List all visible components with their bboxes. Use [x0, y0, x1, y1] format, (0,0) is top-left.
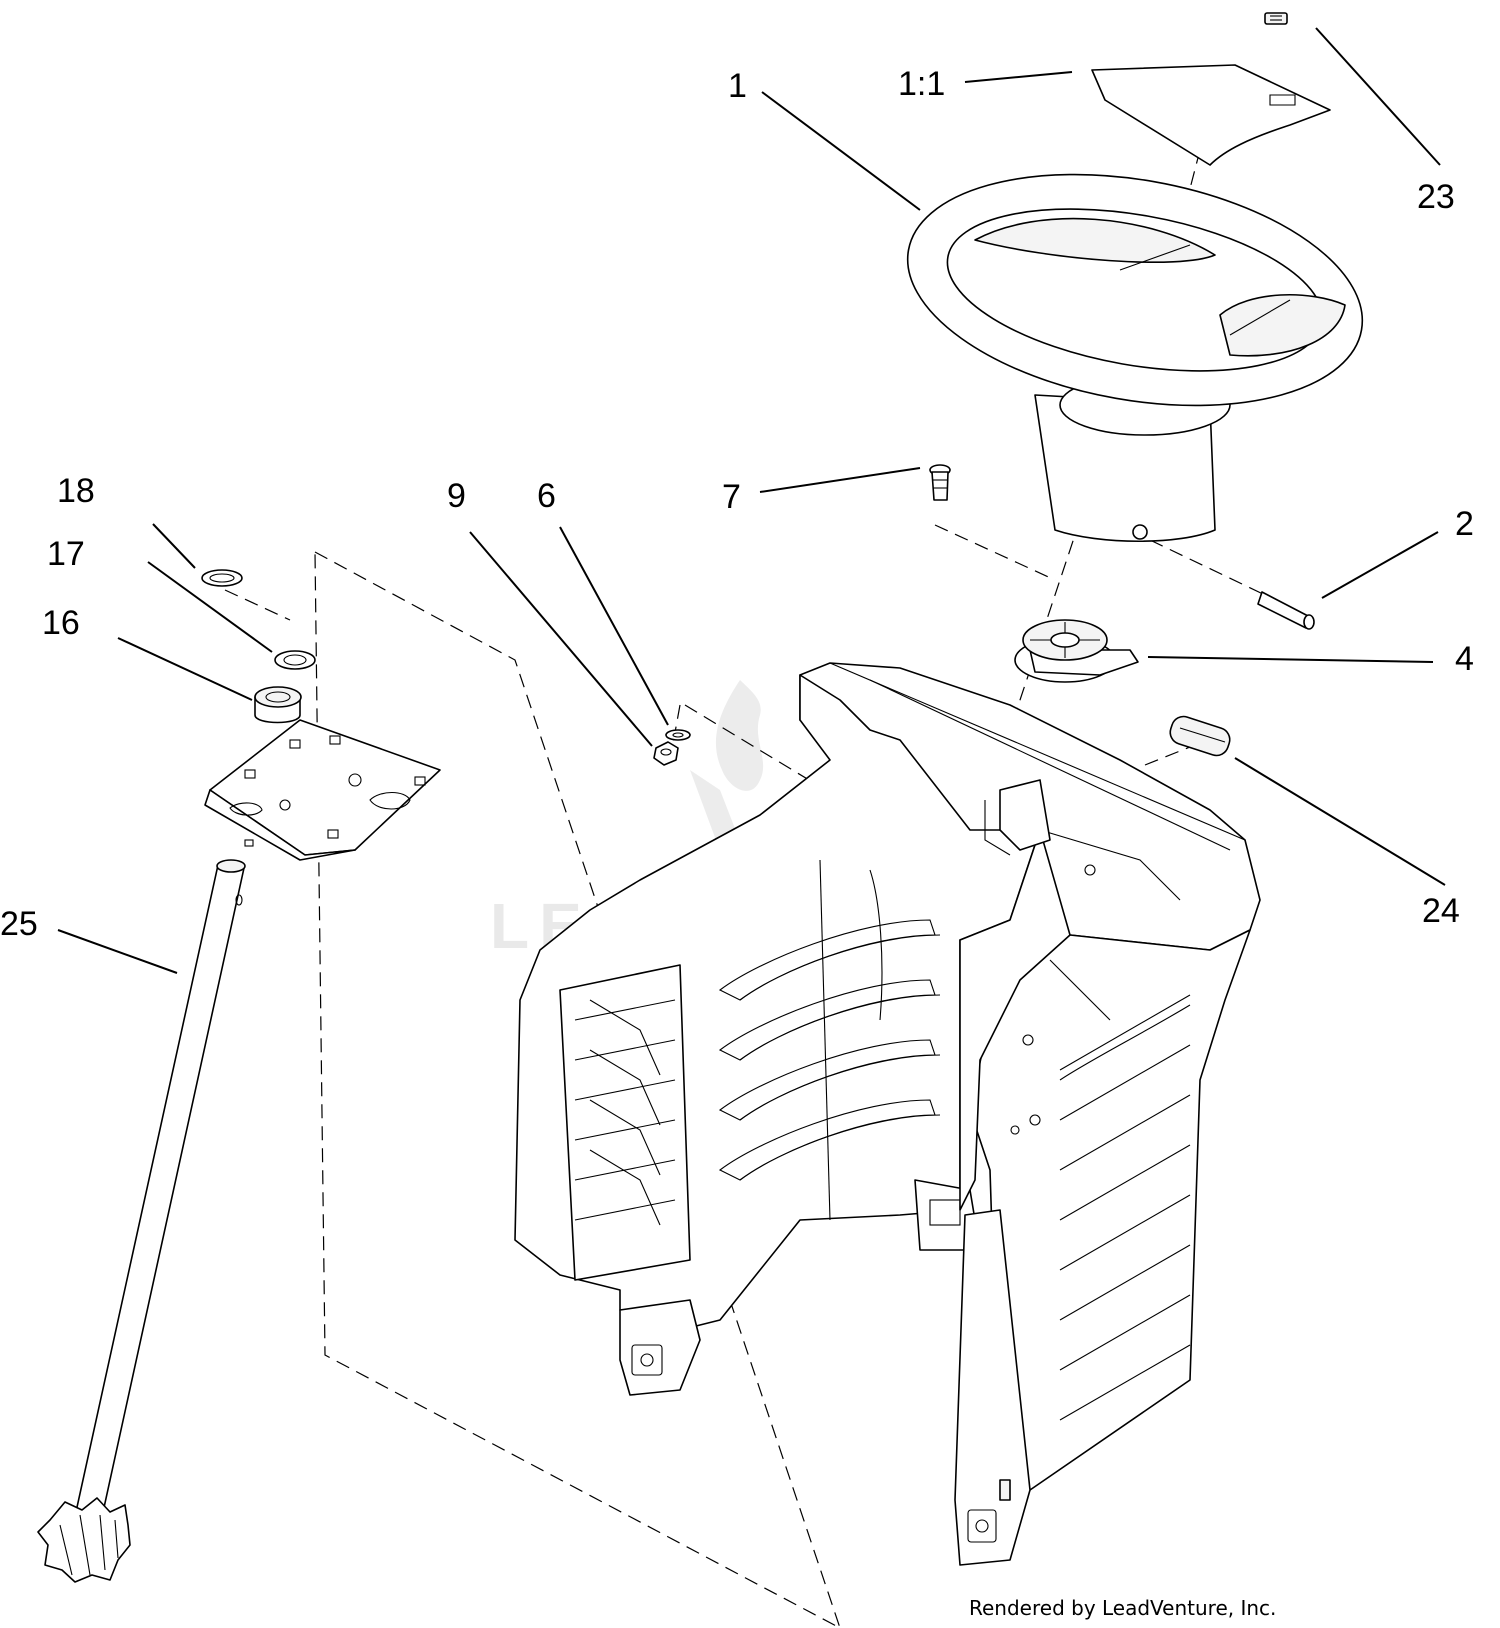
plug-part-24 [1169, 715, 1231, 757]
bolt-part-7 [929, 464, 951, 501]
retaining-ring-part-18 [201, 569, 243, 587]
callout-4: 4 [1455, 640, 1474, 678]
console-housing [514, 662, 1261, 1566]
emblem-part-23 [1264, 12, 1288, 25]
bushing-part-16 [254, 686, 302, 724]
callout-17: 17 [47, 535, 85, 573]
callout-9: 9 [447, 477, 466, 515]
callout-18: 18 [57, 472, 95, 510]
nut-part-9 [653, 741, 679, 766]
callout-labels: 1 1:1 23 7 2 4 24 18 17 16 9 6 25 [0, 65, 1474, 943]
footer-credit: Rendered by LeadVenture, Inc. [969, 1596, 1276, 1620]
washer-part-6 [665, 729, 691, 741]
mounting-plate [204, 719, 441, 861]
callout-24: 24 [1422, 892, 1460, 930]
steering-shaft-part-25 [37, 859, 246, 1583]
callout-1: 1 [728, 67, 747, 105]
callout-25: 25 [0, 905, 38, 943]
leader-lines [57, 27, 1446, 974]
callout-16: 16 [42, 604, 80, 642]
steering-wheel [906, 173, 1364, 542]
washer-part-17 [274, 650, 316, 670]
flange-part-4 [1014, 619, 1139, 683]
roll-pin-part-2 [1257, 591, 1315, 630]
callout-1-1: 1:1 [898, 65, 945, 103]
callout-6: 6 [537, 477, 556, 515]
callout-7: 7 [722, 478, 741, 516]
callout-2: 2 [1455, 505, 1474, 543]
steering-wheel-cover [1091, 64, 1331, 166]
callout-23: 23 [1417, 178, 1455, 216]
